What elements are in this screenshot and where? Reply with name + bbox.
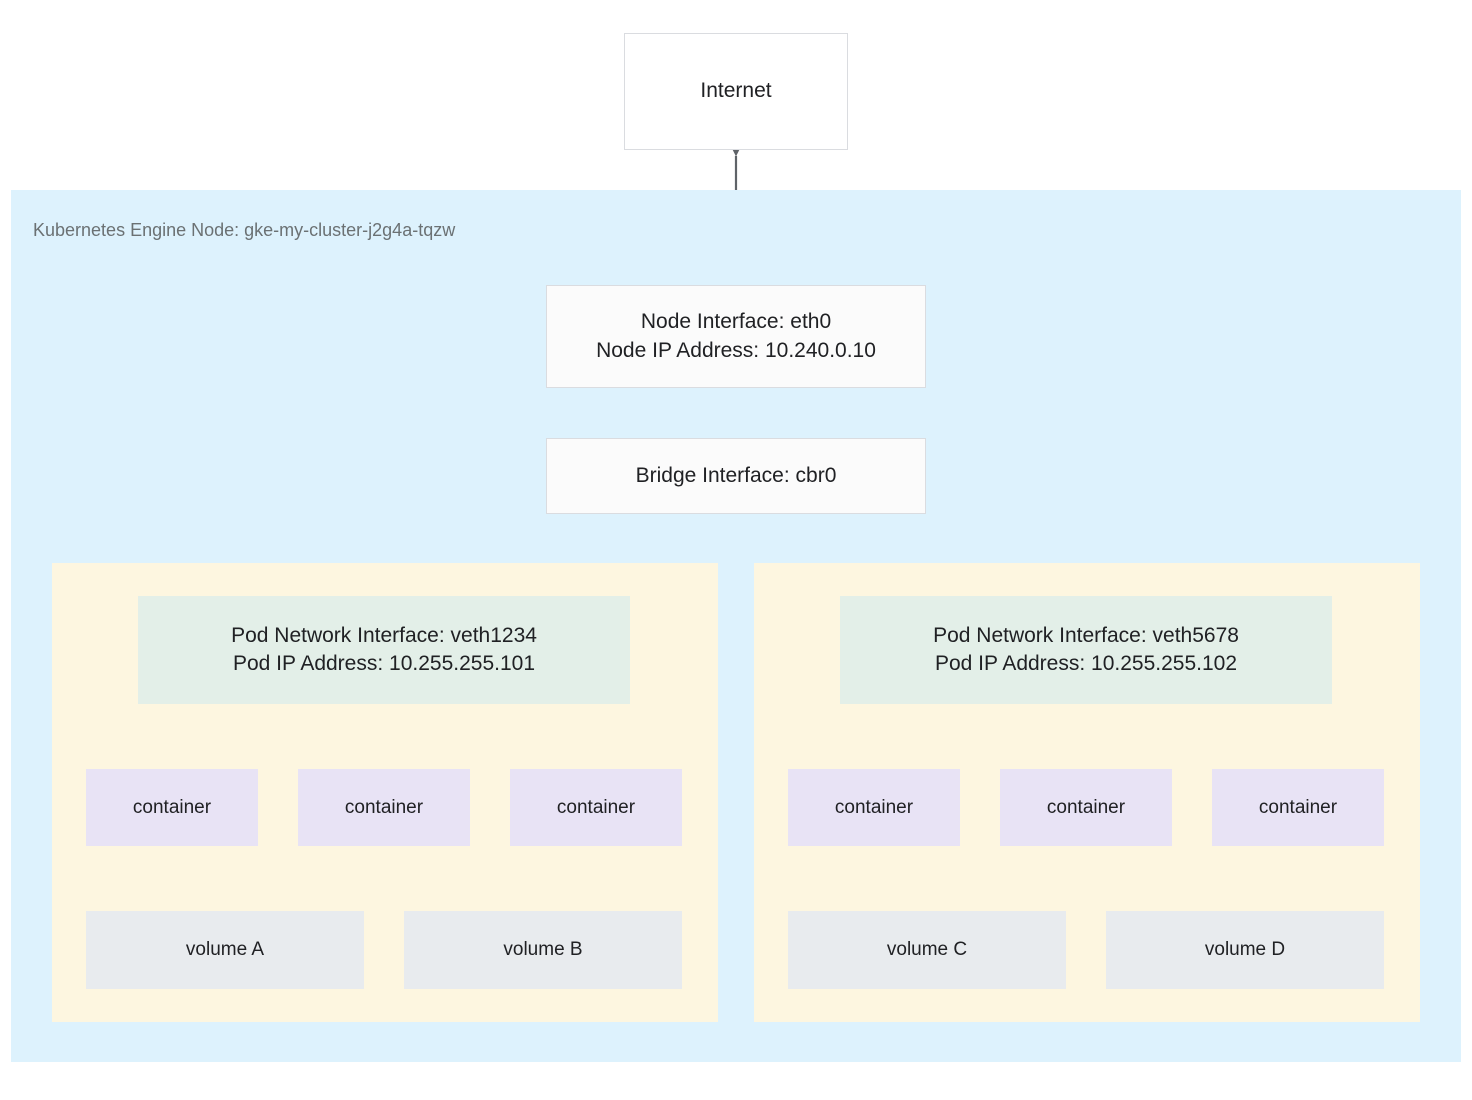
pod-1-container-3[interactable]: container (510, 769, 682, 846)
pod-1-container-1[interactable]: container (86, 769, 258, 846)
pod-2-container-2[interactable]: container (1000, 769, 1172, 846)
pod-1-container-3-label: container (556, 796, 636, 818)
node-interface-line-1: Node Interface: eth0 (640, 310, 832, 334)
pod-2-interface-line-2: Pod IP Address: 10.255.255.102 (934, 652, 1238, 675)
bridge-interface-node[interactable]: Bridge Interface: cbr0 (546, 438, 926, 514)
internet-label: Internet (700, 79, 772, 103)
pod-2-container-1[interactable]: container (788, 769, 960, 846)
kubernetes-node-label: Kubernetes Engine Node: gke-my-cluster-j… (33, 220, 456, 240)
pod-2-interface-line-1: Pod Network Interface: veth5678 (933, 623, 1239, 647)
pod-1-network-interface[interactable]: Pod Network Interface: veth1234 Pod IP A… (138, 596, 630, 704)
pod-2-container-3[interactable]: container (1212, 769, 1384, 846)
pod-2-volume-c[interactable]: volume C (788, 911, 1066, 989)
pod-1-container-2-label: container (344, 796, 424, 818)
pod-2-network-interface[interactable]: Pod Network Interface: veth5678 Pod IP A… (840, 596, 1332, 704)
pod-2-container-2-label: container (1046, 796, 1126, 818)
pod-2-container-1-label: container (834, 796, 914, 818)
pod-1-volume-a-label: volume A (185, 939, 265, 961)
pod-2-container-3-label: container (1258, 796, 1338, 818)
pod-2-volume-d-label: volume D (1204, 939, 1286, 961)
bridge-interface-label: Bridge Interface: cbr0 (635, 463, 837, 487)
pod-2-volume-c-label: volume C (886, 939, 968, 961)
pod-1-volume-a[interactable]: volume A (86, 911, 364, 989)
pod-1-volume-b-label: volume B (503, 939, 583, 961)
pod-1-container-1-label: container (132, 796, 212, 818)
pod-1-volume-b[interactable]: volume B (404, 911, 682, 989)
pod-1-interface-line-2: Pod IP Address: 10.255.255.101 (232, 652, 536, 675)
pod-2-volume-d[interactable]: volume D (1106, 911, 1384, 989)
node-interface-node[interactable]: Node Interface: eth0 Node IP Address: 10… (546, 285, 926, 388)
pod-1-container-2[interactable]: container (298, 769, 470, 846)
node-interface-line-2: Node IP Address: 10.240.0.10 (596, 338, 876, 362)
internet-node[interactable]: Internet (624, 33, 848, 150)
pod-1-interface-line-1: Pod Network Interface: veth1234 (231, 623, 537, 647)
